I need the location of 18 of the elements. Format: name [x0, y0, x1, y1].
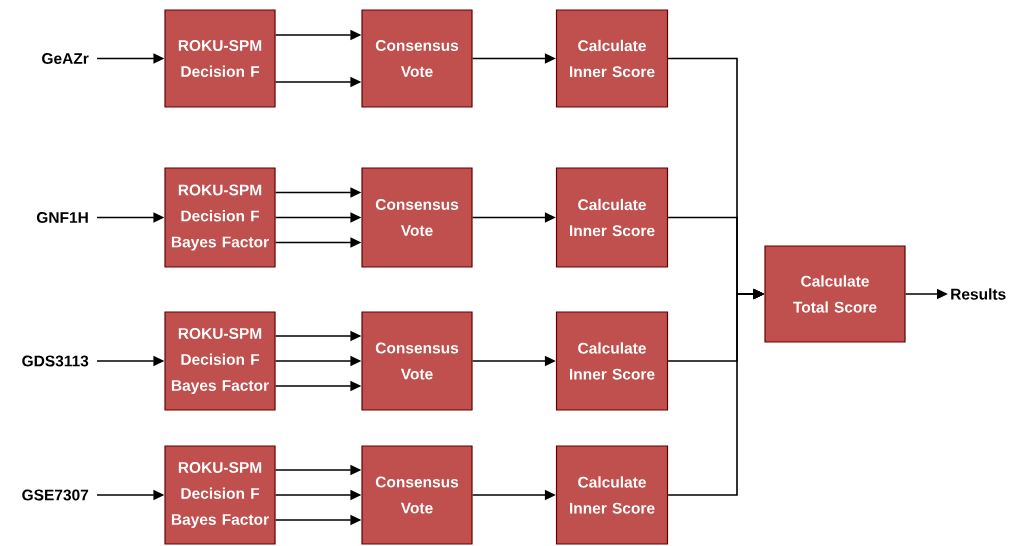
process-box: Calculate Inner Score [555, 9, 669, 108]
process-box: Consensus Vote [361, 445, 473, 545]
input-label: GNF1H [36, 212, 88, 223]
process-box: Calculate Total Score [764, 245, 906, 343]
process-box: ROKU-SPM Decision F Bayes Factor [164, 311, 276, 411]
process-box: Consensus Vote [361, 167, 473, 268]
input-label: GeAZr [42, 53, 89, 64]
process-box: ROKU-SPM Decision F Bayes Factor [164, 445, 276, 545]
process-box: Calculate Inner Score [555, 311, 669, 411]
process-box: Consensus Vote [361, 311, 473, 411]
process-box: Consensus Vote [361, 9, 473, 108]
process-box: Calculate Inner Score [555, 167, 669, 268]
input-label: GSE7307 [22, 489, 89, 501]
process-box: Calculate Inner Score [555, 445, 669, 545]
process-box: ROKU-SPM Decision F [164, 9, 276, 108]
output-label: Results [951, 288, 1006, 300]
process-box: ROKU-SPM Decision F Bayes Factor [164, 167, 276, 268]
input-label: GDS3113 [22, 355, 89, 367]
